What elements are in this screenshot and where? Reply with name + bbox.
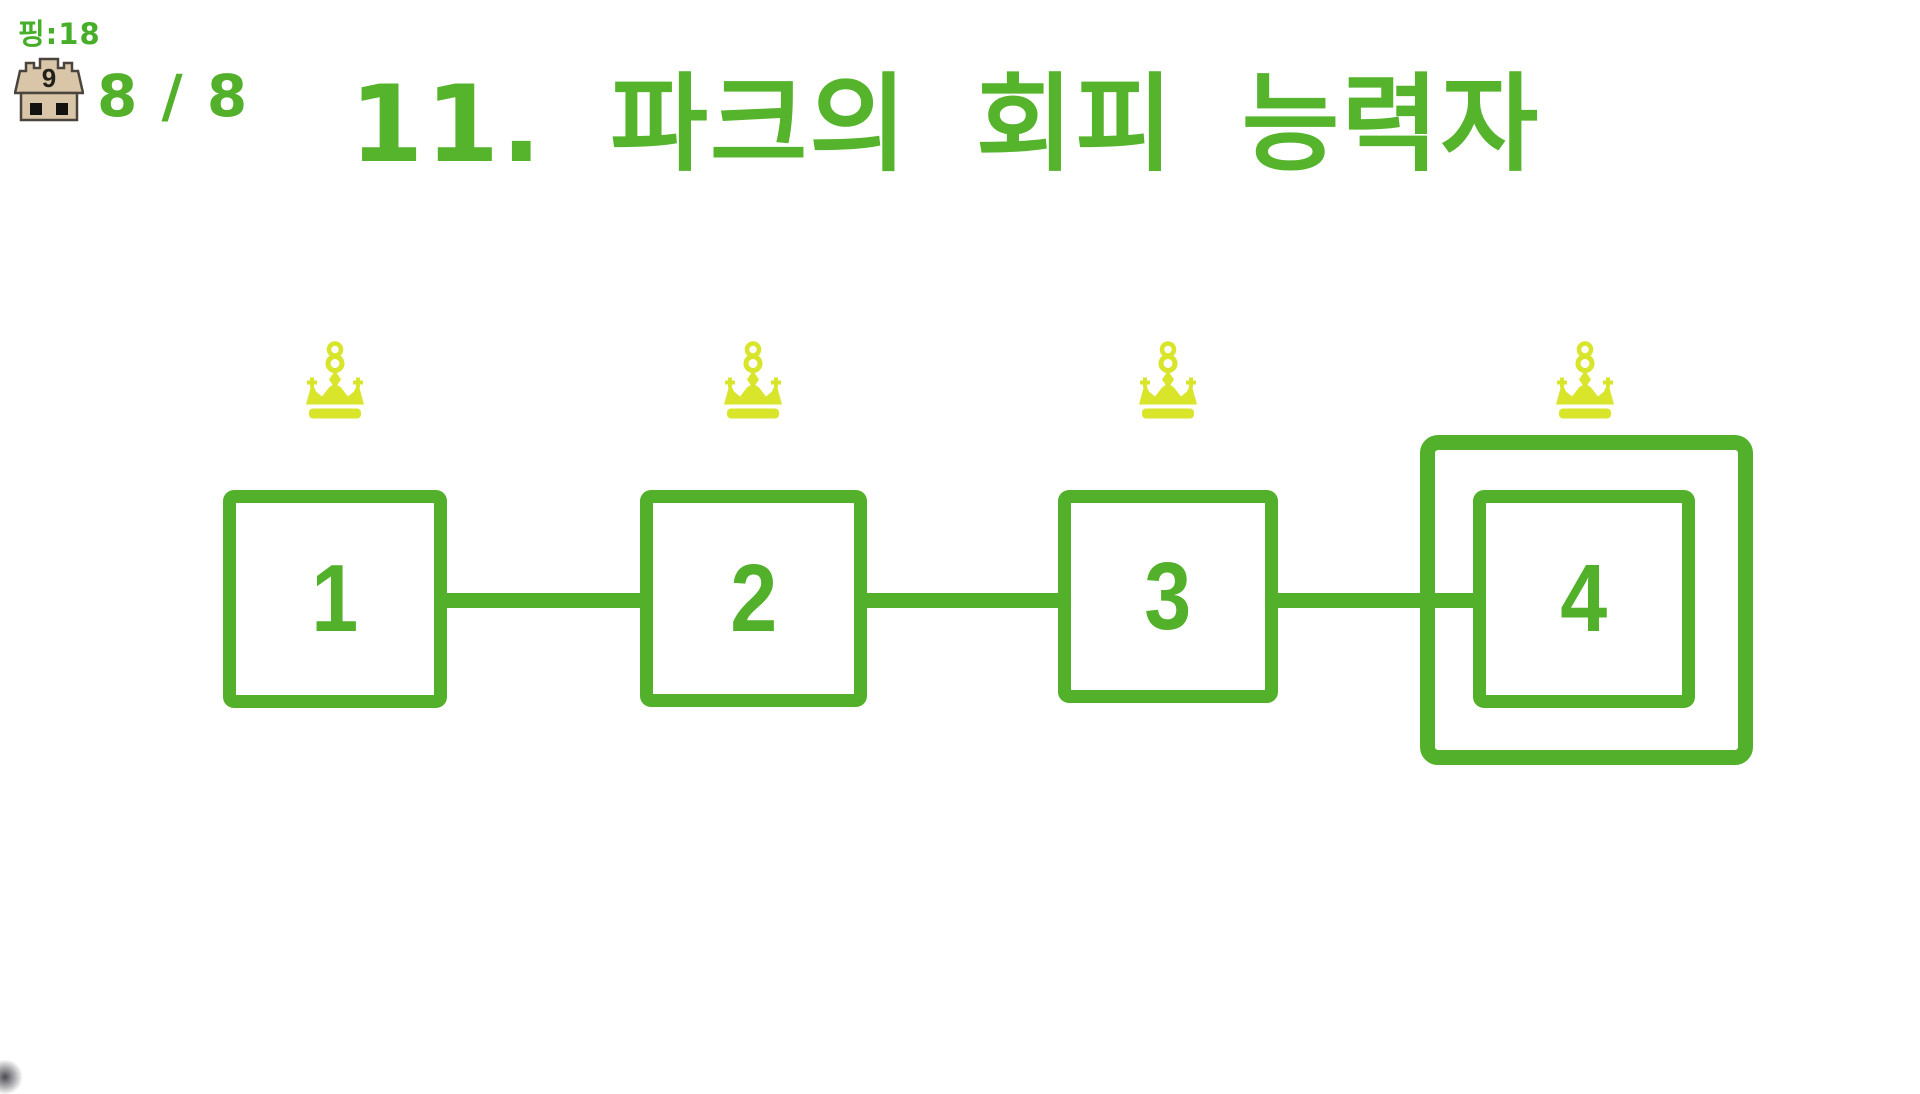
crown-icon [1139, 341, 1197, 419]
level-box-3[interactable]: 3 [1058, 490, 1278, 703]
level-number: 1 [311, 545, 359, 652]
level-box-1[interactable]: 1 [223, 490, 447, 708]
house-icon: 9 [14, 57, 84, 122]
level-number: 4 [1560, 545, 1608, 652]
house-number-label: 9 [42, 63, 56, 93]
level-box-2[interactable]: 2 [640, 490, 867, 707]
connector-line [860, 593, 1068, 608]
level-number: 3 [1144, 542, 1192, 650]
level-box-4-selection-outline [1420, 435, 1753, 765]
house-window-icon [30, 103, 42, 115]
crown-icon [724, 341, 782, 419]
house-count-label: 8 / 8 [97, 62, 250, 130]
crown-icon [306, 341, 364, 419]
ping-label: 핑:18 [18, 17, 101, 51]
level-number: 2 [730, 544, 777, 652]
connector-line [440, 593, 650, 608]
page-title: 11. 파크의 회피 능력자 [349, 63, 1541, 186]
crown-icon [1556, 341, 1614, 419]
corner-smudge [0, 1060, 24, 1094]
house-window-icon [56, 103, 68, 115]
level-box-4[interactable]: 4 [1473, 490, 1695, 708]
